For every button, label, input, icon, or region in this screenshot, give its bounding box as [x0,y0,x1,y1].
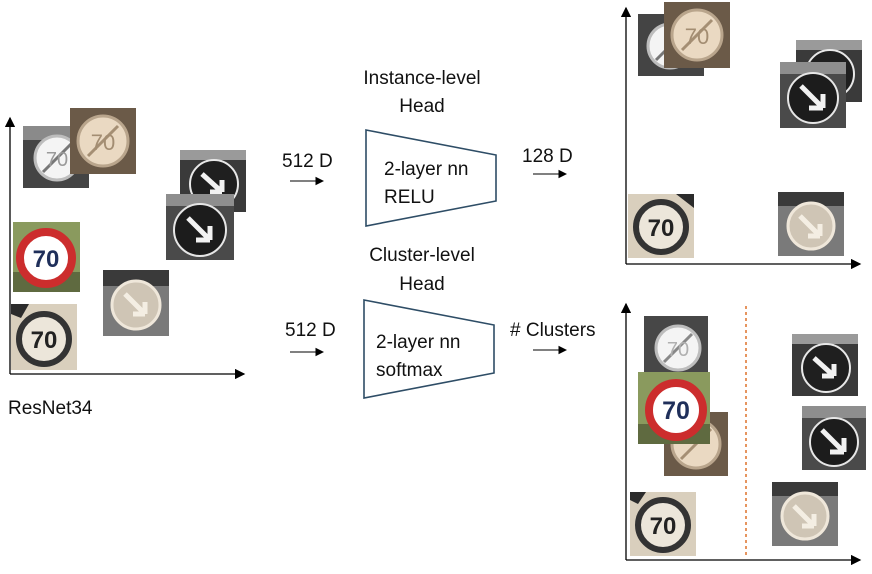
keep-right-arrow-icon [792,334,858,396]
instance-head-title-2: Head [399,96,445,117]
speed-limit-70-icon: 70 [13,222,80,292]
svg-text:70: 70 [33,246,60,273]
keep-right-arrow-icon [166,194,234,260]
keep-right-arrow-icon [103,270,169,336]
svg-text:70: 70 [650,513,677,540]
derestriction-70-icon: 70 [644,316,708,376]
instance-head-box-line-1: 2-layer nn [384,159,469,180]
speed-limit-70-icon: 70 [11,304,77,370]
speed-limit-70-icon: 70 [630,492,696,556]
speed-limit-70-icon: 70 [638,372,710,444]
instance-output-dim-label: 128 D [522,146,573,167]
svg-text:70: 70 [662,397,690,425]
derestriction-70-icon: 70 [70,108,136,174]
svg-text:70: 70 [685,24,709,49]
instance-head-box-line-2: RELU [384,187,435,208]
svg-text:70: 70 [648,215,675,242]
keep-right-arrow-icon [772,482,838,546]
feature-space-axes [4,116,246,380]
instance-space-axes [620,6,862,270]
keep-right-arrow-icon [780,62,846,128]
backbone-label: ResNet34 [8,398,93,419]
cluster-input-dim-label: 512 D [285,320,336,341]
instance-head-title-1: Instance-level [363,68,481,89]
keep-right-arrow-icon [778,192,844,256]
instance-input-dim-label: 512 D [282,151,333,172]
cluster-head-title-2: Head [399,274,445,295]
cluster-space-axes [620,302,862,566]
instance-head-trapezoid [365,129,497,227]
derestriction-70-icon: 70 [664,2,730,68]
keep-right-arrow-icon [802,406,866,470]
svg-text:70: 70 [31,327,58,354]
svg-text:70: 70 [46,149,68,171]
cluster-output-dim-label: # Clusters [510,320,596,341]
svg-text:70: 70 [91,130,115,155]
cluster-head-box-line-2: softmax [376,360,443,381]
cluster-head-box-line-1: 2-layer nn [376,332,461,353]
svg-text:70: 70 [667,339,689,361]
cluster-head-trapezoid [363,299,495,399]
cluster-head-title-1: Cluster-level [369,245,475,266]
speed-limit-70-icon: 70 [628,194,694,258]
